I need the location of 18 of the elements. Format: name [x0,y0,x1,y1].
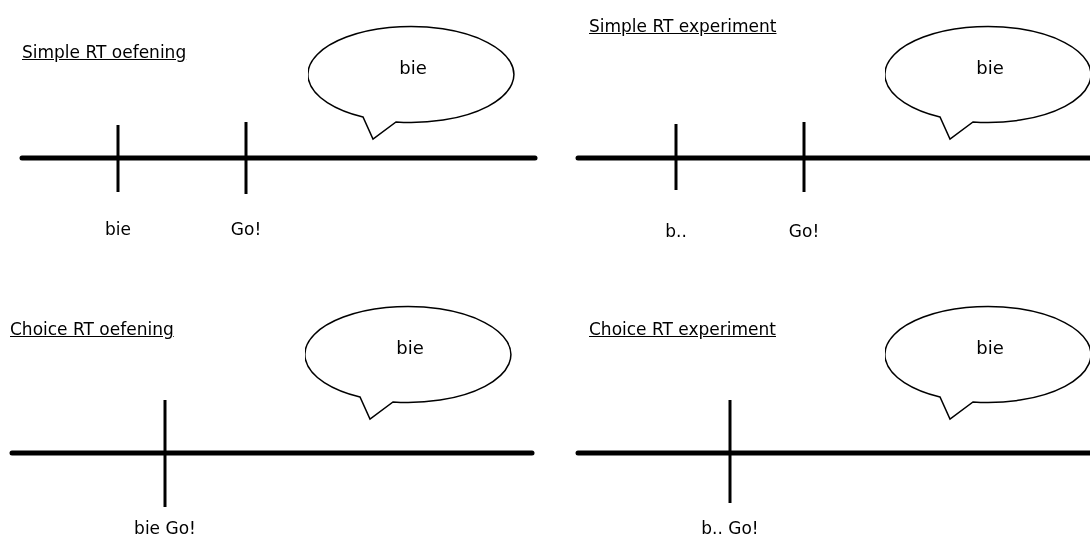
tick-label: Go! [788,221,820,241]
tick-label: Go! [230,219,262,239]
bubble-text: bie [976,57,1004,79]
tick-label: b.. [665,221,687,241]
bubble-text: bie [396,337,424,359]
bubble-text: bie [399,57,427,79]
speech-bubble [885,25,1090,143]
panel-title: Simple RT oefening [22,42,187,62]
bubble-text: bie [976,337,1004,359]
speech-bubble [305,305,515,423]
panel-title: Simple RT experiment [589,16,777,36]
tick-label: bie Go! [134,518,196,538]
panel-title: Choice RT oefening [10,319,174,339]
panel-title: Choice RT experiment [589,319,776,339]
tick-label: b.. Go! [701,518,759,538]
speech-bubble [885,305,1090,423]
tick-label: bie [105,219,131,239]
speech-bubble [308,25,518,143]
